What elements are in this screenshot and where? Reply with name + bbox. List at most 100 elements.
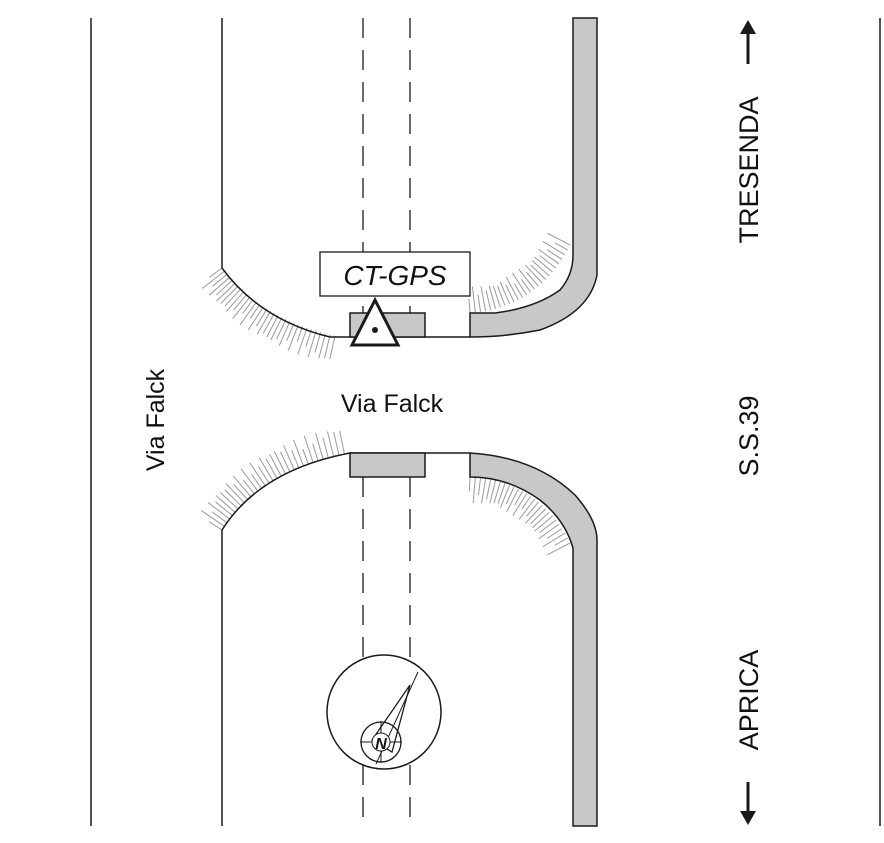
hatch-stroke	[485, 290, 492, 311]
hatch-stroke	[233, 294, 248, 311]
hatch-stroke	[215, 280, 233, 296]
arrow-up-icon	[740, 20, 756, 64]
hatch-stroke	[505, 277, 519, 301]
hatch-stroke	[505, 284, 515, 303]
hatch-stroke	[270, 317, 283, 341]
hatch-stroke	[497, 483, 506, 504]
road-code-label: S.S.39	[734, 395, 764, 476]
hatch-stroke	[215, 501, 233, 517]
lower-right-curb	[469, 452, 598, 827]
triangle-with-dot-icon	[349, 296, 401, 347]
hatch-stroke	[512, 493, 528, 516]
hatch-stroke	[514, 490, 524, 506]
upper-road-edge	[221, 18, 470, 338]
compass-north-letter: N	[375, 736, 387, 753]
hatch-stroke	[542, 241, 566, 256]
hatch-stroke	[538, 248, 560, 265]
hatch-stroke	[518, 498, 536, 520]
hatch-stroke	[539, 255, 557, 269]
hatch-stroke	[208, 277, 230, 296]
hatch-stroke	[256, 310, 271, 335]
embankment-hatching	[201, 232, 571, 556]
hatch-stroke	[472, 477, 476, 504]
hatch-stroke	[224, 489, 242, 507]
hatch-stroke	[233, 484, 248, 500]
hatch-stroke	[493, 481, 501, 504]
hatch-stroke	[269, 454, 282, 477]
hatch-stroke	[532, 511, 550, 529]
via-falck-vertical-label: Via Falck	[142, 368, 170, 471]
hatch-stroke	[534, 515, 553, 532]
arrow-down-icon	[740, 782, 756, 825]
hatch-stroke	[481, 478, 487, 504]
hatch-stroke	[542, 532, 566, 548]
lower-median-curb	[349, 452, 426, 478]
hatch-stroke	[547, 542, 571, 556]
hatch-stroke	[266, 315, 279, 338]
hatch-stroke	[208, 521, 223, 531]
hatch-stroke	[506, 488, 519, 512]
hatch-stroke	[209, 267, 223, 278]
hatch-stroke	[534, 256, 553, 273]
hatch-stroke	[477, 477, 482, 496]
hatch-stroke	[225, 483, 245, 504]
hatch-stroke	[287, 324, 299, 351]
hatch-stroke	[505, 486, 515, 505]
station-code-label: CT-GPS	[343, 260, 447, 291]
hatch-stroke	[256, 308, 268, 327]
hatch-stroke	[500, 484, 511, 508]
hatch-stroke	[524, 264, 543, 284]
hatch-stroke	[539, 519, 557, 534]
direction-south-label: APRICA	[734, 650, 764, 751]
station-label-box	[319, 251, 471, 297]
hatch-stroke	[546, 249, 563, 260]
hatch-stroke	[225, 291, 244, 312]
hatch-stroke	[526, 501, 539, 517]
hatch-stroke	[530, 508, 547, 524]
hatch-stroke	[239, 301, 257, 326]
hatch-stroke	[286, 322, 295, 341]
hatch-stroke	[305, 329, 312, 347]
hatch-stroke	[273, 451, 286, 475]
hatch-stroke	[329, 335, 336, 360]
hatch-stroke	[265, 458, 278, 479]
hatch-stroke	[240, 468, 259, 492]
hatch-stroke	[554, 242, 568, 251]
hatch-stroke	[468, 476, 471, 492]
hatch-stroke	[216, 283, 236, 302]
hatch-stroke	[291, 449, 300, 469]
hatch-stroke	[232, 296, 251, 319]
hatch-stroke	[486, 479, 492, 500]
hatch-stroke	[521, 279, 532, 293]
hatch-stroke	[276, 319, 287, 340]
hatch-stroke	[215, 495, 236, 513]
hatch-stroke	[488, 285, 497, 309]
hatch-stroke	[492, 285, 501, 308]
hatch-stroke	[278, 320, 291, 346]
hatch-stroke	[526, 271, 539, 287]
hatch-stroke	[525, 504, 543, 524]
via-falck-horizontal-label: Via Falck	[341, 390, 444, 418]
hatch-stroke	[262, 313, 275, 334]
hatch-stroke	[546, 528, 563, 539]
hatch-stroke	[324, 334, 331, 359]
hatch-stroke	[302, 449, 309, 465]
hatch-stroke	[303, 435, 314, 463]
direction-north-label: TRESENDA	[734, 96, 764, 243]
hatch-stroke	[339, 430, 345, 455]
hatch-stroke	[538, 523, 560, 540]
hatch-stroke	[512, 272, 528, 296]
hatch-stroke	[489, 480, 497, 504]
hatch-stroke	[315, 433, 324, 460]
hatch-stroke	[202, 270, 225, 289]
hatch-stroke	[471, 286, 476, 313]
lower-road-edge	[221, 452, 470, 826]
hatch-stroke	[220, 285, 239, 304]
hatch-stroke	[480, 286, 487, 312]
hatch-stroke	[259, 457, 274, 482]
hatch-stroke	[554, 537, 568, 546]
hatch-stroke	[518, 268, 536, 290]
hatch-stroke	[322, 437, 329, 459]
hatch-stroke	[283, 444, 295, 470]
